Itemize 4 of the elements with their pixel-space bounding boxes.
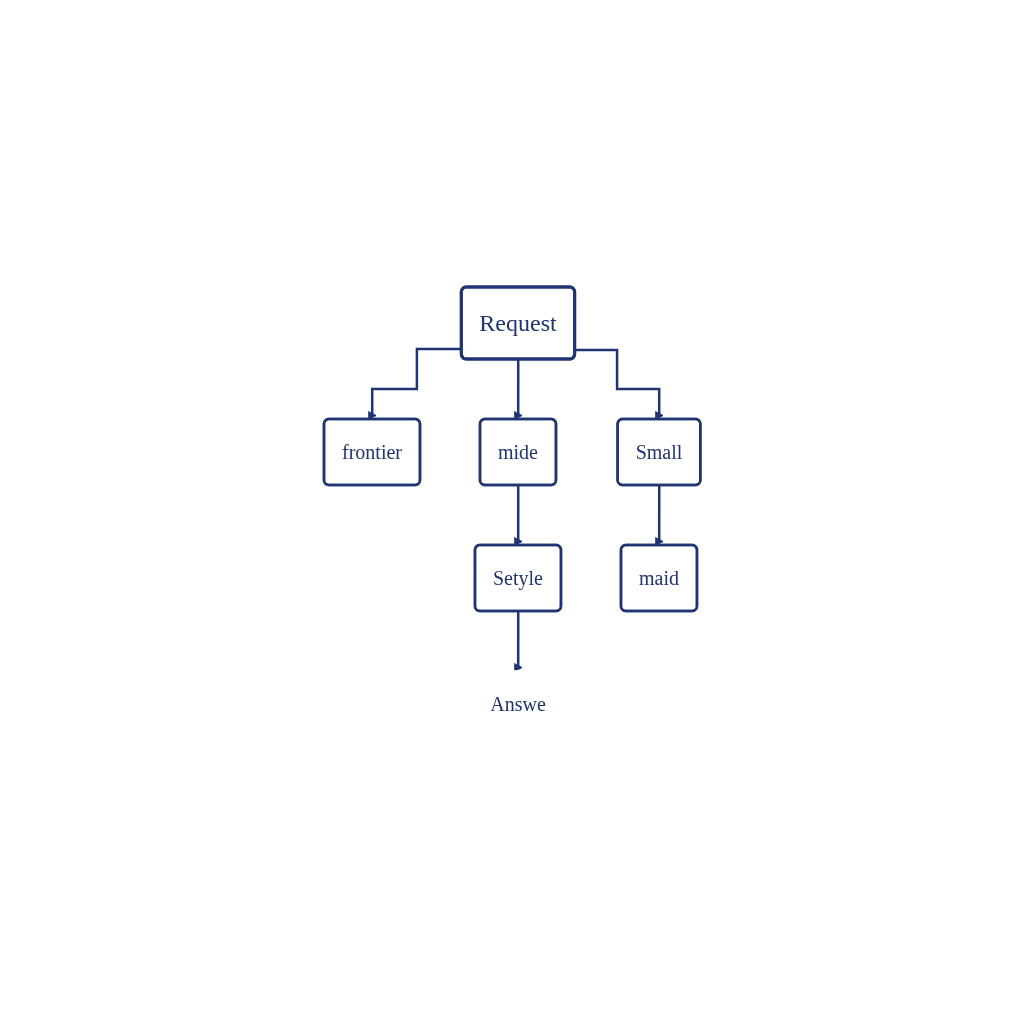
arrow	[575, 348, 664, 420]
arrow	[513, 610, 523, 672]
node-text: Answe	[490, 692, 546, 715]
arrow	[367, 347, 462, 420]
